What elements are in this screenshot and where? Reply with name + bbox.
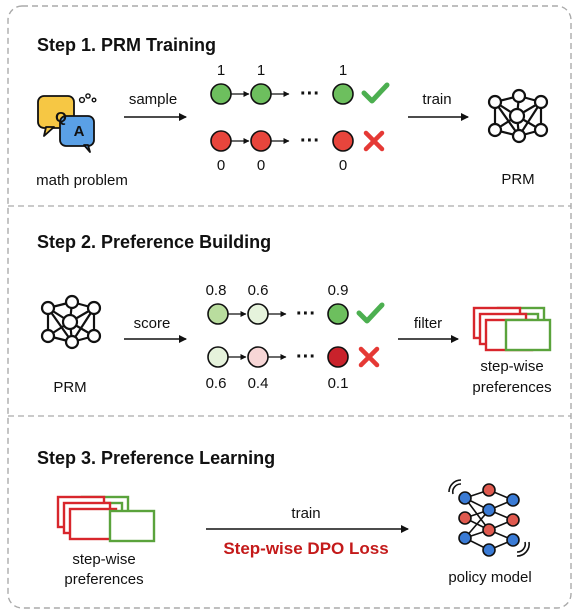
qa-a-letter: A bbox=[73, 123, 85, 140]
step2-correct-score-2: 0.6 bbox=[247, 282, 269, 299]
preferences-label-line2: preferences bbox=[472, 379, 552, 396]
preference-stack-icon bbox=[472, 306, 552, 352]
cross-icon bbox=[363, 130, 385, 152]
step2-correct-node-1 bbox=[207, 303, 229, 325]
step2-wrong-ellipsis: ··· bbox=[296, 346, 316, 368]
preferences-label-line1: step-wise bbox=[480, 358, 544, 375]
step2-wrong-score-2: 0.4 bbox=[247, 375, 269, 392]
step2-wrong-score-3: 0.1 bbox=[327, 375, 349, 392]
step2-wrong-node-1 bbox=[207, 346, 229, 368]
step1-title: Step 1. PRM Training bbox=[37, 35, 217, 55]
step2-correct-score-3: 0.9 bbox=[327, 282, 349, 299]
step3-title: Step 3. Preference Learning bbox=[37, 448, 276, 468]
policy-model-icon bbox=[448, 479, 530, 557]
sample-label: sample bbox=[128, 91, 178, 108]
step1-wrong-score-3: 0 bbox=[338, 157, 348, 174]
step2-correct-ellipsis: ··· bbox=[296, 303, 316, 325]
step1-wrong-score-1: 0 bbox=[216, 157, 226, 174]
step2-wrong-path bbox=[207, 346, 380, 368]
step1-correct-node-3 bbox=[332, 83, 354, 105]
prm-input-label: PRM bbox=[53, 379, 87, 396]
prm-label: PRM bbox=[501, 171, 535, 188]
step1-correct-score-3: 1 bbox=[338, 62, 348, 79]
step1-correct-score-1: 1 bbox=[216, 62, 226, 79]
step2-correct-node-2 bbox=[247, 303, 269, 325]
qa-bubble-icon bbox=[37, 93, 97, 153]
step3-train-label: train bbox=[291, 505, 321, 522]
step1-wrong-node-3 bbox=[332, 130, 354, 152]
prm-network-icon bbox=[487, 88, 549, 144]
policy-model-label: policy model bbox=[448, 569, 532, 586]
qa-q-letter: Q bbox=[55, 109, 67, 126]
outer-frame bbox=[7, 5, 572, 609]
step1-correct-ellipsis: ··· bbox=[300, 83, 320, 105]
step1-correct-score-2: 1 bbox=[256, 62, 266, 79]
step2-correct-path bbox=[207, 302, 385, 325]
step3-preferences-label-line2: preferences bbox=[64, 571, 144, 588]
step2-correct-node-3 bbox=[327, 303, 349, 325]
filter-label: filter bbox=[413, 315, 443, 332]
train-label: train bbox=[422, 91, 452, 108]
step1-wrong-path bbox=[210, 130, 385, 152]
step2-wrong-score-1: 0.6 bbox=[205, 375, 227, 392]
check-icon bbox=[356, 302, 385, 324]
step2-title: Step 2. Preference Building bbox=[37, 232, 272, 252]
score-label: score bbox=[133, 315, 171, 332]
dpo-loss-label: Step-wise DPO Loss bbox=[223, 539, 389, 558]
step1-wrong-node-2 bbox=[250, 130, 272, 152]
step1-wrong-node-1 bbox=[210, 130, 232, 152]
step2-wrong-node-2 bbox=[247, 346, 269, 368]
check-icon bbox=[361, 82, 390, 104]
math-problem-label: math problem bbox=[36, 172, 128, 189]
cross-icon bbox=[358, 346, 380, 368]
step3-preferences-label-line1: step-wise bbox=[72, 551, 136, 568]
step1-correct-path bbox=[210, 82, 390, 105]
step1-correct-node-1 bbox=[210, 83, 232, 105]
step1-wrong-score-2: 0 bbox=[256, 157, 266, 174]
step2-wrong-node-3 bbox=[327, 346, 349, 368]
step2-correct-score-1: 0.8 bbox=[205, 282, 227, 299]
step1-correct-node-2 bbox=[250, 83, 272, 105]
step1-wrong-ellipsis: ··· bbox=[300, 130, 320, 152]
preference-stack-icon-step3 bbox=[56, 495, 156, 543]
prm-network-icon-step2 bbox=[40, 294, 102, 350]
